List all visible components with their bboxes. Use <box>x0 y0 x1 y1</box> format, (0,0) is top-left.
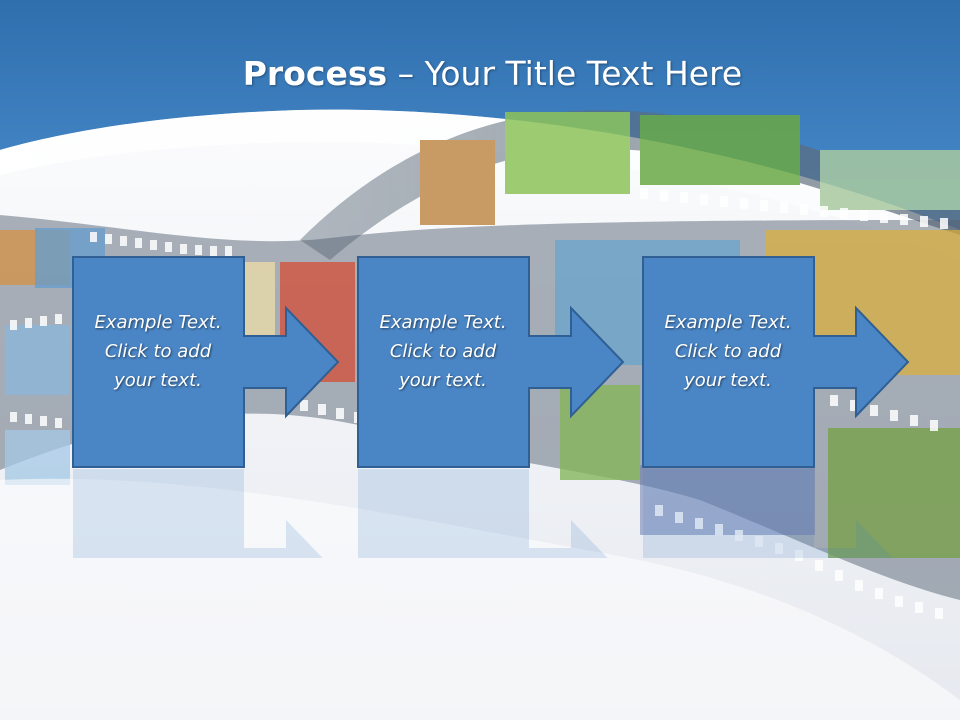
step-text: Example Text. Click to add your text. <box>357 308 529 395</box>
step-reflection <box>72 468 368 558</box>
step-arrow-shape <box>72 256 340 468</box>
step-text-line: your text. <box>114 370 202 391</box>
step-arrow-shape <box>357 256 625 468</box>
step-text-line: your text. <box>684 370 772 391</box>
step-reflection <box>357 468 653 558</box>
step-text-line: Click to add <box>389 341 497 362</box>
title-bold-word: Process <box>242 54 388 93</box>
process-step-2[interactable]: Example Text. Click to add your text. <box>357 256 653 468</box>
step-text-line: your text. <box>399 370 487 391</box>
step-text: Example Text. Click to add your text. <box>72 308 244 395</box>
title-dash: – <box>387 54 425 93</box>
step-text-line: Example Text. <box>379 312 507 333</box>
title-rest: Your Title Text Here <box>424 54 743 93</box>
process-step-3[interactable]: Example Text. Click to add your text. <box>642 256 938 468</box>
step-text: Example Text. Click to add your text. <box>642 308 814 395</box>
step-text-line: Click to add <box>104 341 212 362</box>
slide-title[interactable]: Process – Your Title Text Here <box>0 52 960 96</box>
step-reflection <box>642 468 938 558</box>
step-text-line: Click to add <box>674 341 782 362</box>
step-text-line: Example Text. <box>664 312 792 333</box>
step-text-line: Example Text. <box>94 312 222 333</box>
process-step-1[interactable]: Example Text. Click to add your text. <box>72 256 368 468</box>
step-arrow-shape <box>642 256 910 468</box>
